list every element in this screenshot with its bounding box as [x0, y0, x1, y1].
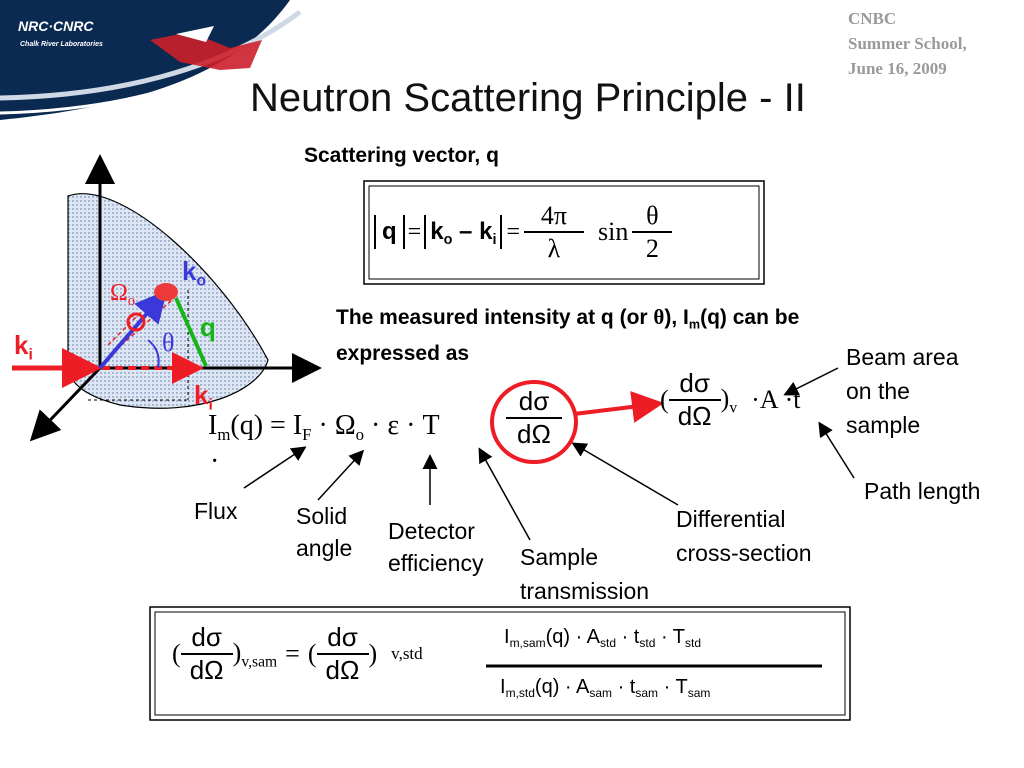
ki-left-label: ki — [14, 330, 33, 364]
ratio-denominator: Im,std(q) · Asam · tsam · Tsam — [500, 676, 711, 701]
logo-banner — [0, 0, 302, 120]
scattering-vector-label: Scattering vector, q — [304, 144, 499, 167]
logo-line1: NRC·CNRC — [18, 18, 94, 34]
flux-label: Flux — [194, 498, 238, 524]
logo-subtext: Chalk River Laboratories — [20, 41, 103, 48]
scattering-diagram — [12, 154, 322, 442]
corner-note: CNBC Summer School, June 16, 2009 — [848, 9, 967, 78]
theta-label: θ — [162, 328, 175, 357]
q-label: q — [200, 312, 216, 342]
path-length-label: Path length — [864, 478, 981, 504]
stray-dot: · — [210, 446, 220, 477]
highlighted-cross-section: dσ dΩ — [506, 387, 562, 449]
ratio-numerator: Im,sam(q) · Astd · tstd · Tstd — [504, 626, 702, 651]
q-equation-box — [363, 180, 765, 285]
ko-label: ko — [182, 256, 206, 290]
ki-right-label: ki — [194, 380, 213, 414]
ratio-lhs: ( dσ dΩ )v,sam = ( dσ dΩ ) v,std — [172, 622, 423, 686]
ratio-equation-box — [149, 606, 851, 721]
omega-label: Ωo — [110, 280, 136, 310]
logo-text: NRC·CNRC — [18, 18, 93, 34]
intensity-equation: Im(q) = IF · Ωo · ε · T — [208, 410, 440, 444]
q-equation: q = ko – ki = 4π λ sin θ 2 — [374, 190, 754, 274]
volume-cross-section: ( dσ dΩ )v ·A ·t — [660, 368, 801, 432]
highlight-circle — [490, 380, 578, 464]
page-title: Neutron Scattering Principle - II — [250, 76, 806, 120]
intensity-text: The measured intensity at q (or θ), Im(q… — [336, 305, 800, 366]
pointer-arrows — [243, 367, 855, 541]
